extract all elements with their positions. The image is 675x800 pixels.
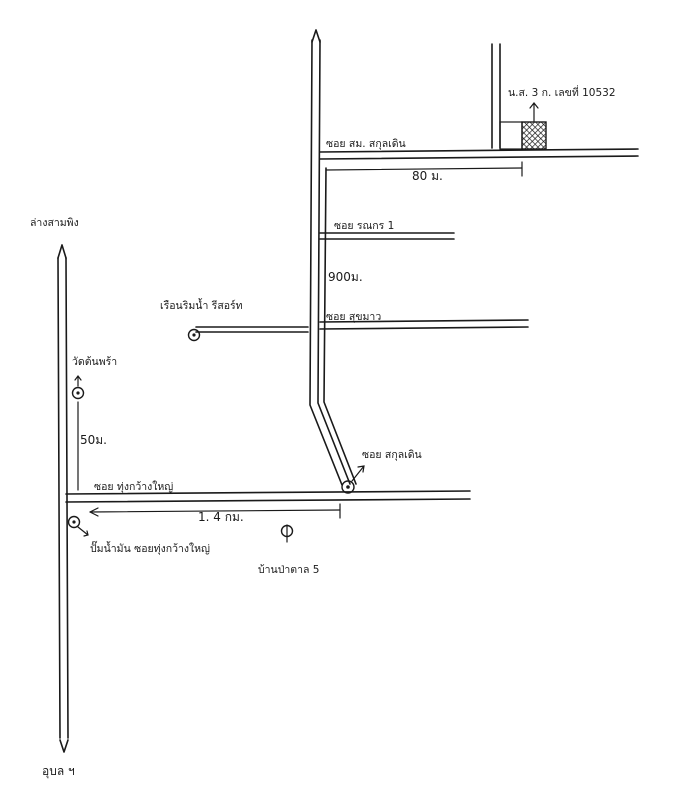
gas-station-label: ปั๊มน้ำมัน ซอยทุ่งกว้างใหญ่ <box>90 540 210 555</box>
soi-sakul-lerdin-top-road <box>319 148 639 160</box>
village-label: บ้านป่าตาล 5 <box>258 564 319 576</box>
soi-ronnakorn-road <box>319 232 455 240</box>
resort-label: เรือนริมน้ำ รีสอร์ท <box>160 298 243 312</box>
gas-station-marker-icon <box>67 515 89 537</box>
distance-900m-label: 900ม. <box>328 270 363 284</box>
resort-marker-icon <box>187 328 201 342</box>
temple-label: วัดต้นพร้า <box>72 356 117 368</box>
top-left-direction-label: ล่างสามพิง <box>30 217 79 229</box>
plot-access-road <box>491 43 501 149</box>
distance-50m-label: 50ม. <box>80 433 107 447</box>
soi-sakul-lerdin-road <box>309 29 357 486</box>
soi-sukmao-label: ซอย สุขมาว <box>326 311 381 323</box>
distance-1-4km-label: 1. 4 กม. <box>198 510 244 524</box>
soi-sakul-lerdin-top-label: ซอย สม. สกุลเดิน <box>326 138 406 150</box>
distance-80m-label: 80 ม. <box>412 169 443 183</box>
soi-entrance-marker-icon <box>341 465 365 494</box>
soi-thung-kwang-yai-road <box>65 490 471 503</box>
target-plot-label: น.ส. 3 ก. เลขที่ 10532 <box>508 85 616 99</box>
soi-thung-kwang-yai-label: ซอย ทุ่งกว้างใหญ่ <box>94 480 173 493</box>
soi-sukmao-road <box>195 319 529 333</box>
bottom-direction-label: อุบล ฯ <box>42 764 75 779</box>
main-highway-road <box>57 244 69 753</box>
village-marker-icon <box>280 524 294 543</box>
soi-ronnakorn-label: ซอย รณกร 1 <box>334 220 394 232</box>
distance-80m-dimension <box>325 161 523 177</box>
target-plot-hatched-icon <box>499 102 547 150</box>
temple-marker-icon <box>71 375 85 400</box>
distance-1-4km-dimension <box>89 503 341 519</box>
soi-sakul-lerdin-marker-label: ซอย สกุลเดิน <box>362 449 422 461</box>
